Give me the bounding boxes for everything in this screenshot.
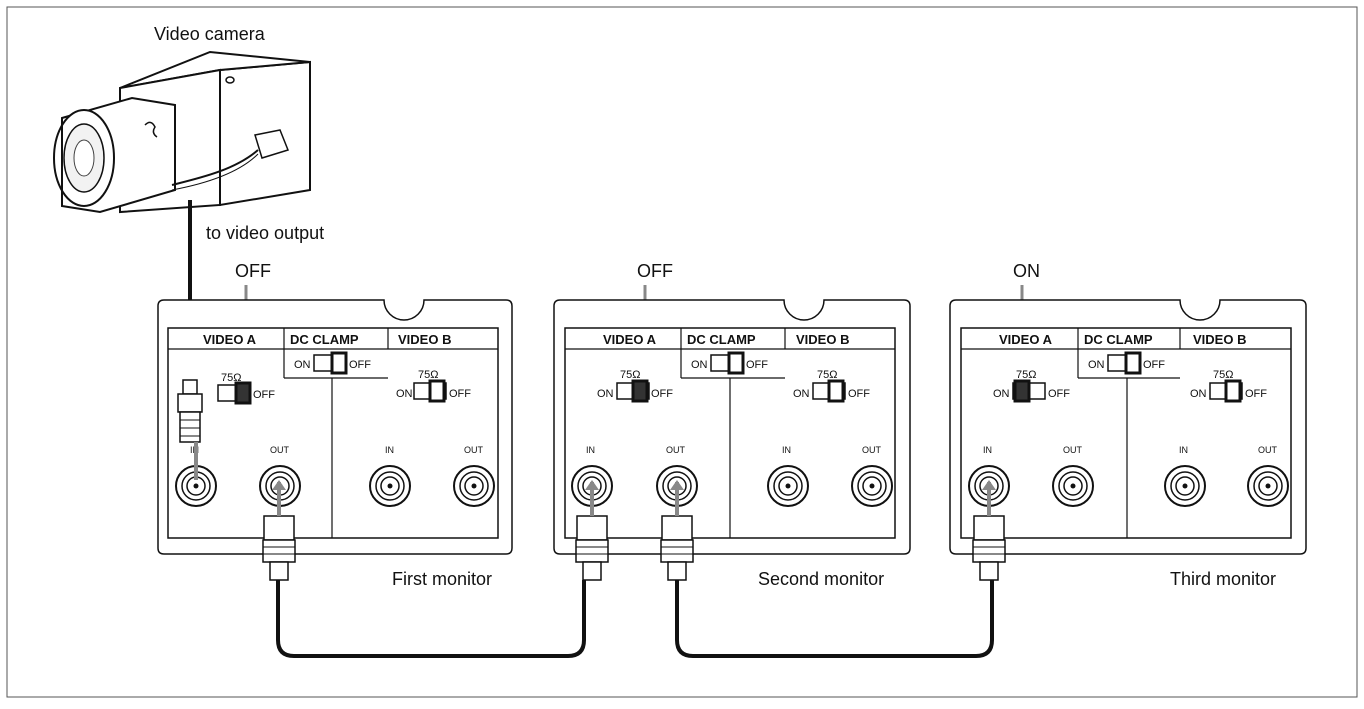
first-video-a-in-jack[interactable] xyxy=(175,465,217,507)
third-video-b-75ohm-switch[interactable] xyxy=(1224,379,1242,403)
first-monitor-panel: VIDEO A DC CLAMP VIDEO B ON OFF 75Ω OFF … xyxy=(157,299,513,555)
svg-text:IN: IN xyxy=(586,445,595,455)
svg-text:OUT: OUT xyxy=(1063,445,1083,455)
svg-text:ON: ON xyxy=(793,388,810,400)
callout-first-termination: OFF xyxy=(235,261,271,281)
svg-text:OUT: OUT xyxy=(464,445,484,455)
camera-label: Video camera xyxy=(154,24,266,44)
third-video-b-out-jack[interactable] xyxy=(1247,465,1289,507)
svg-text:OFF: OFF xyxy=(449,388,471,400)
second-video-b-75ohm-switch[interactable] xyxy=(827,379,845,403)
bnc-plug-second-out xyxy=(660,480,694,581)
third-video-a-out-jack[interactable] xyxy=(1052,465,1094,507)
bnc-plug-second-in xyxy=(575,480,609,581)
svg-text:OFF: OFF xyxy=(1143,359,1165,371)
second-video-b-header: VIDEO B xyxy=(796,332,849,347)
cable-second-to-third xyxy=(675,580,994,658)
bnc-plug-third-in xyxy=(972,480,1006,581)
first-monitor-label: First monitor xyxy=(392,569,492,589)
second-video-b-in-jack[interactable] xyxy=(767,465,809,507)
callout-second-termination: OFF xyxy=(637,261,673,281)
svg-text:OUT: OUT xyxy=(666,445,686,455)
third-video-b-in-jack[interactable] xyxy=(1164,465,1206,507)
first-video-b-75ohm-switch[interactable] xyxy=(428,379,446,403)
third-video-a-75ohm-switch[interactable] xyxy=(1013,379,1031,403)
first-dc-clamp-switch[interactable] xyxy=(330,351,348,375)
second-monitor-panel: VIDEO A DC CLAMP VIDEO B ON OFF 75Ω ON O… xyxy=(553,299,911,555)
first-video-b-out-jack[interactable] xyxy=(453,465,495,507)
third-dc-clamp-switch[interactable] xyxy=(1124,351,1142,375)
second-video-b-out-jack[interactable] xyxy=(851,465,893,507)
first-video-a-75ohm-switch[interactable] xyxy=(234,381,252,405)
first-video-a-header: VIDEO A xyxy=(203,332,257,347)
svg-text:75Ω: 75Ω xyxy=(620,369,640,381)
second-monitor-label: Second monitor xyxy=(758,569,884,589)
second-video-a-header: VIDEO A xyxy=(603,332,657,347)
svg-text:IN: IN xyxy=(385,445,394,455)
svg-text:75Ω: 75Ω xyxy=(221,372,241,384)
svg-text:ON: ON xyxy=(1190,388,1207,400)
third-dc-clamp-header: DC CLAMP xyxy=(1084,332,1153,347)
video-camera xyxy=(53,50,311,380)
svg-text:75Ω: 75Ω xyxy=(418,369,438,381)
second-dc-clamp-header: DC CLAMP xyxy=(687,332,756,347)
video-output-label: to video output xyxy=(206,223,324,243)
third-monitor-label: Third monitor xyxy=(1170,569,1276,589)
svg-text:IN: IN xyxy=(782,445,791,455)
svg-text:75Ω: 75Ω xyxy=(817,369,837,381)
svg-text:OUT: OUT xyxy=(1258,445,1278,455)
cable-first-to-second xyxy=(276,580,586,658)
second-dc-clamp-switch[interactable] xyxy=(727,351,745,375)
svg-text:IN: IN xyxy=(983,445,992,455)
first-dc-clamp-header: DC CLAMP xyxy=(290,332,359,347)
bnc-plug-camera xyxy=(177,379,203,443)
svg-text:ON: ON xyxy=(396,388,413,400)
third-video-b-header: VIDEO B xyxy=(1193,332,1246,347)
svg-text:OFF: OFF xyxy=(1048,388,1070,400)
svg-text:75Ω: 75Ω xyxy=(1213,369,1233,381)
third-video-a-header: VIDEO A xyxy=(999,332,1053,347)
bnc-plug-first-out xyxy=(262,480,296,581)
svg-text:IN: IN xyxy=(1179,445,1188,455)
svg-text:ON: ON xyxy=(1088,359,1105,371)
first-video-b-in-jack[interactable] xyxy=(369,465,411,507)
first-video-b-header: VIDEO B xyxy=(398,332,451,347)
svg-text:OUT: OUT xyxy=(270,445,290,455)
svg-text:75Ω: 75Ω xyxy=(1016,369,1036,381)
svg-text:OFF: OFF xyxy=(651,388,673,400)
svg-text:ON: ON xyxy=(597,388,614,400)
svg-text:OFF: OFF xyxy=(1245,388,1267,400)
svg-text:ON: ON xyxy=(294,359,311,371)
second-video-a-75ohm-switch[interactable] xyxy=(631,379,649,403)
svg-text:OFF: OFF xyxy=(848,388,870,400)
svg-text:ON: ON xyxy=(993,388,1010,400)
figure-frame xyxy=(6,6,1358,698)
svg-text:OFF: OFF xyxy=(746,359,768,371)
svg-text:ON: ON xyxy=(691,359,708,371)
svg-text:OFF: OFF xyxy=(349,359,371,371)
callout-third-termination: ON xyxy=(1013,261,1040,281)
svg-text:OUT: OUT xyxy=(862,445,882,455)
third-monitor-panel: VIDEO A DC CLAMP VIDEO B ON OFF 75Ω ON O… xyxy=(949,299,1307,555)
svg-text:OFF: OFF xyxy=(253,389,275,401)
